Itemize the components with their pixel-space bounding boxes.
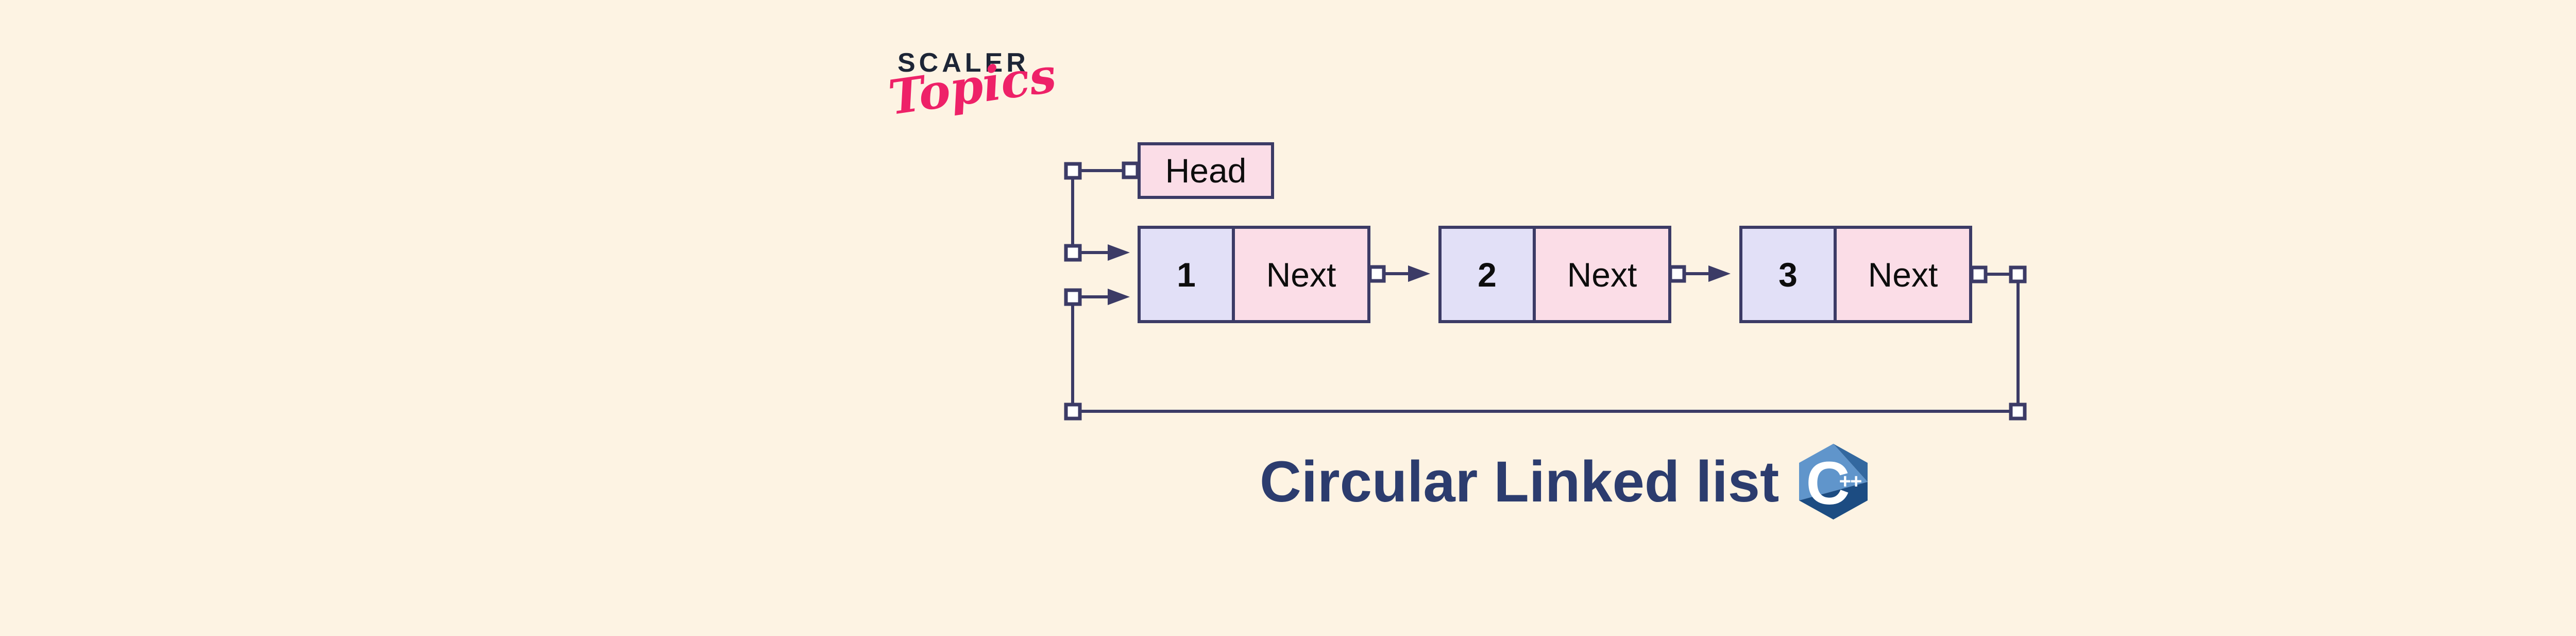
connector-handle-node2-next	[1668, 265, 1686, 283]
node-3-pointer-cell: Next	[1837, 229, 1969, 320]
connector-handle-bottom-left	[1064, 403, 1082, 421]
caption: Circular Linked list C ++	[1260, 442, 1868, 522]
head-label: Head	[1165, 152, 1247, 190]
node2-next-arrowhead	[1708, 265, 1731, 282]
connector-handle-bottom-right	[2009, 403, 2027, 421]
node-3-value-cell: 3	[1742, 229, 1837, 320]
connector-handle-head-edge	[1122, 161, 1140, 179]
connector-handle-node1-next	[1368, 265, 1386, 283]
connector-handle-head-pointer	[1064, 244, 1082, 262]
caption-title: Circular Linked list	[1260, 449, 1780, 514]
scaler-topics-logo: SCALER Topics	[885, 47, 1059, 126]
node-2-pointer-cell: Next	[1536, 229, 1668, 320]
node1-next-arrowhead	[1408, 265, 1430, 282]
node-3: 3 Next	[1739, 226, 1972, 323]
connector-handle-top-corner	[1064, 162, 1082, 180]
node-2: 2 Next	[1438, 226, 1671, 323]
cpp-letter: C	[1806, 449, 1850, 517]
connector-handle-right-corner	[2009, 265, 2027, 283]
cpp-plus-plus: ++	[1839, 470, 1861, 493]
node-1: 1 Next	[1138, 226, 1370, 323]
connector-handle-node3-next	[1970, 265, 1988, 283]
brand-name-text: SCALER	[897, 48, 1029, 78]
cpp-hexagon-dark-face	[1799, 482, 1868, 520]
cpp-logo-icon: C ++	[1799, 444, 1868, 520]
head-pointer-arrowhead	[1108, 244, 1130, 261]
cpp-hexagon-light-face	[1799, 444, 1868, 500]
connector-handle-loopback	[1064, 288, 1082, 306]
cpp-hexagon-mid-face	[1833, 444, 1868, 482]
head-box: Head	[1138, 142, 1274, 199]
loopback-arrowhead	[1108, 289, 1130, 305]
node-1-pointer-cell: Next	[1235, 229, 1367, 320]
node-2-value-cell: 2	[1442, 229, 1536, 320]
node-1-value-cell: 1	[1141, 229, 1235, 320]
